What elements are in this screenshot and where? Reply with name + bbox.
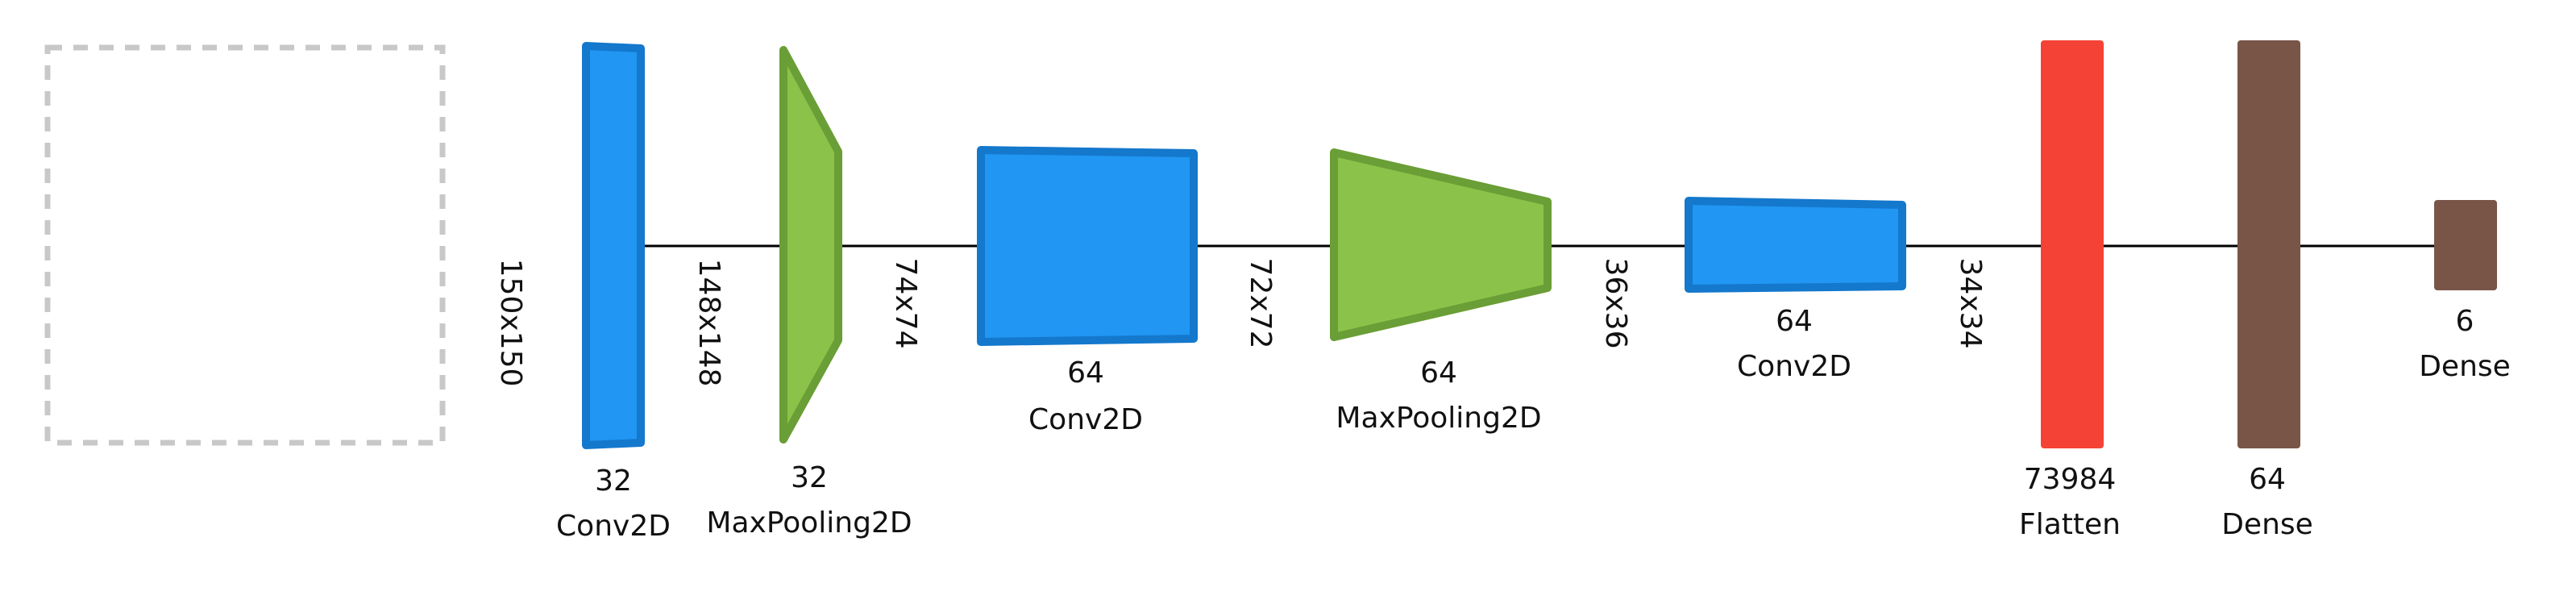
layer-conv1-shape — [582, 42, 645, 449]
layer-flatten-shape — [2041, 40, 2104, 448]
dimension-label-72x72: 72x72 — [1244, 258, 1277, 349]
layer-dense2-type: Dense — [2419, 350, 2511, 383]
dimension-label-36x36: 36x36 — [1599, 258, 1632, 349]
input-dimension-label: 150x150 — [494, 259, 527, 387]
layer-dense1-type: Dense — [2221, 508, 2313, 541]
dimension-label-74x74: 74x74 — [889, 258, 922, 349]
layer-pool1-type: MaxPooling2D — [706, 506, 912, 540]
layer-dense1-shape — [2237, 40, 2300, 448]
layer-dense2-units: 6 — [2456, 305, 2474, 338]
layer-conv2-type: Conv2D — [1028, 403, 1143, 436]
layer-conv2-units: 64 — [1067, 356, 1104, 390]
layer-conv3-type: Conv2D — [1737, 350, 1851, 383]
layer-conv1-type: Conv2D — [556, 510, 671, 543]
layer-pool1-units: 32 — [791, 461, 828, 494]
layer-conv3-units: 64 — [1776, 305, 1813, 338]
layer-pool1-shape — [779, 46, 842, 444]
layer-conv1-units: 32 — [595, 465, 632, 498]
layer-flatten-type: Flatten — [2019, 508, 2121, 541]
layer-conv3-shape — [1685, 197, 1906, 293]
layer-pool2-shape — [1330, 148, 1552, 341]
dimension-label-148x148: 148x148 — [692, 259, 725, 387]
dimension-label-34x34: 34x34 — [1954, 258, 1987, 349]
input-image-placeholder — [44, 44, 446, 446]
layer-dense2-shape — [2434, 200, 2497, 290]
layer-pool2-type: MaxPooling2D — [1336, 402, 1541, 435]
layer-conv2-shape — [977, 146, 1198, 346]
layer-flatten-units: 73984 — [2024, 463, 2117, 496]
layer-pool2-units: 64 — [1420, 356, 1457, 390]
layer-dense1-units: 64 — [2249, 463, 2286, 496]
